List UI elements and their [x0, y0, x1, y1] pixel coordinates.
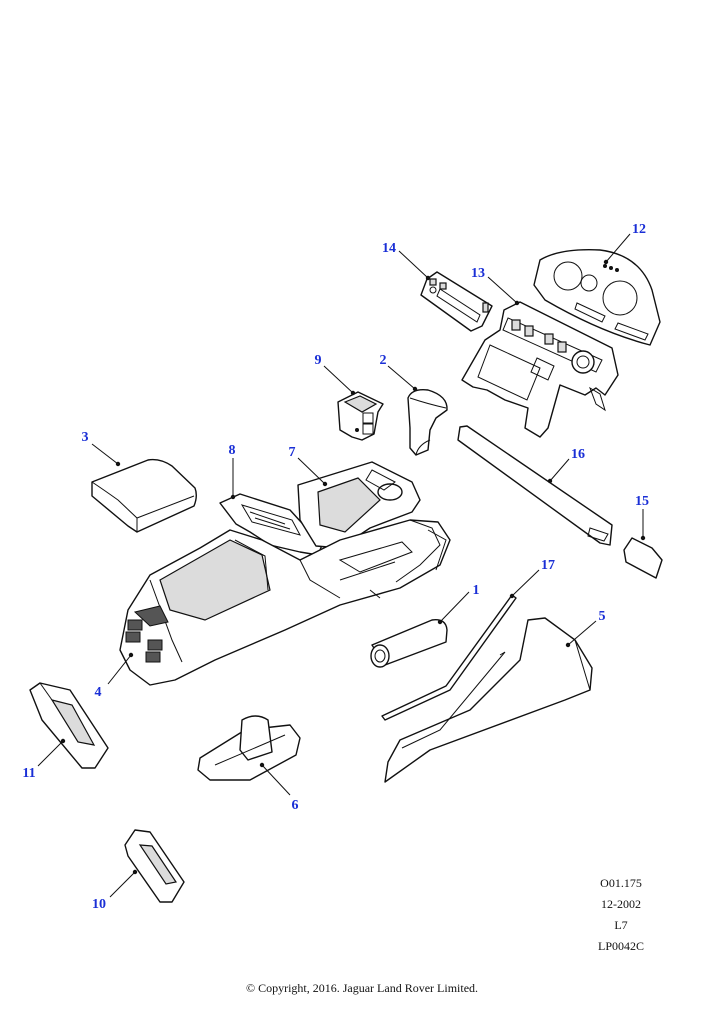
callout-10: 10: [92, 897, 106, 912]
callout-9: 9: [315, 353, 322, 368]
part-11-cupholder[interactable]: [29, 682, 109, 769]
callout-6: 6: [292, 798, 299, 813]
leader-lines: [37, 233, 646, 898]
reference-model: L7: [614, 918, 628, 932]
callout-5: 5: [599, 609, 606, 624]
copyright-notice: © Copyright, 2016. Jaguar Land Rover Lim…: [245, 981, 479, 995]
reference-illustration-id: LP0042C: [597, 939, 644, 953]
callout-8: 8: [229, 443, 236, 458]
callout-13: 13: [471, 266, 485, 281]
callout-3: 3: [82, 430, 89, 445]
part-4-console-body[interactable]: [119, 519, 451, 686]
part-1-handbrake-grip[interactable]: [370, 619, 448, 668]
reference-code: O01.175: [600, 876, 642, 890]
part-14-switch-panel[interactable]: [420, 271, 493, 332]
part-17-seal-strip[interactable]: [381, 594, 517, 721]
part-12-instrument-cluster[interactable]: [533, 249, 661, 346]
part-7-console-surround[interactable]: [297, 461, 421, 549]
part-16-trim-strip[interactable]: [457, 425, 613, 546]
part-6-shifter-surround[interactable]: [197, 715, 301, 781]
part-8-console-panel[interactable]: [219, 493, 323, 556]
part-10-tray[interactable]: [124, 829, 185, 903]
part-13-centre-fascia[interactable]: [461, 301, 619, 438]
part-9-switch-box[interactable]: [337, 391, 384, 441]
part-3-armrest[interactable]: [91, 458, 197, 533]
callout-14: 14: [382, 241, 396, 256]
part-5-side-panel[interactable]: [384, 617, 593, 783]
callout-16: 16: [571, 447, 585, 462]
part-15-plate[interactable]: [623, 537, 663, 579]
callout-4: 4: [95, 685, 102, 700]
callout-2: 2: [380, 353, 387, 368]
callout-12: 12: [632, 222, 646, 237]
callout-15: 15: [635, 494, 649, 509]
callout-17: 17: [541, 558, 555, 573]
reference-date: 12-2002: [601, 897, 641, 911]
part-2-gear-knob[interactable]: [407, 388, 448, 456]
callout-7: 7: [289, 445, 296, 460]
callout-11: 11: [22, 766, 35, 781]
callout-1: 1: [473, 583, 480, 598]
callout-labels: 1 2 3 4 5 6 7 8 9 10 11 12 13 14 15 16 1…: [22, 222, 649, 912]
